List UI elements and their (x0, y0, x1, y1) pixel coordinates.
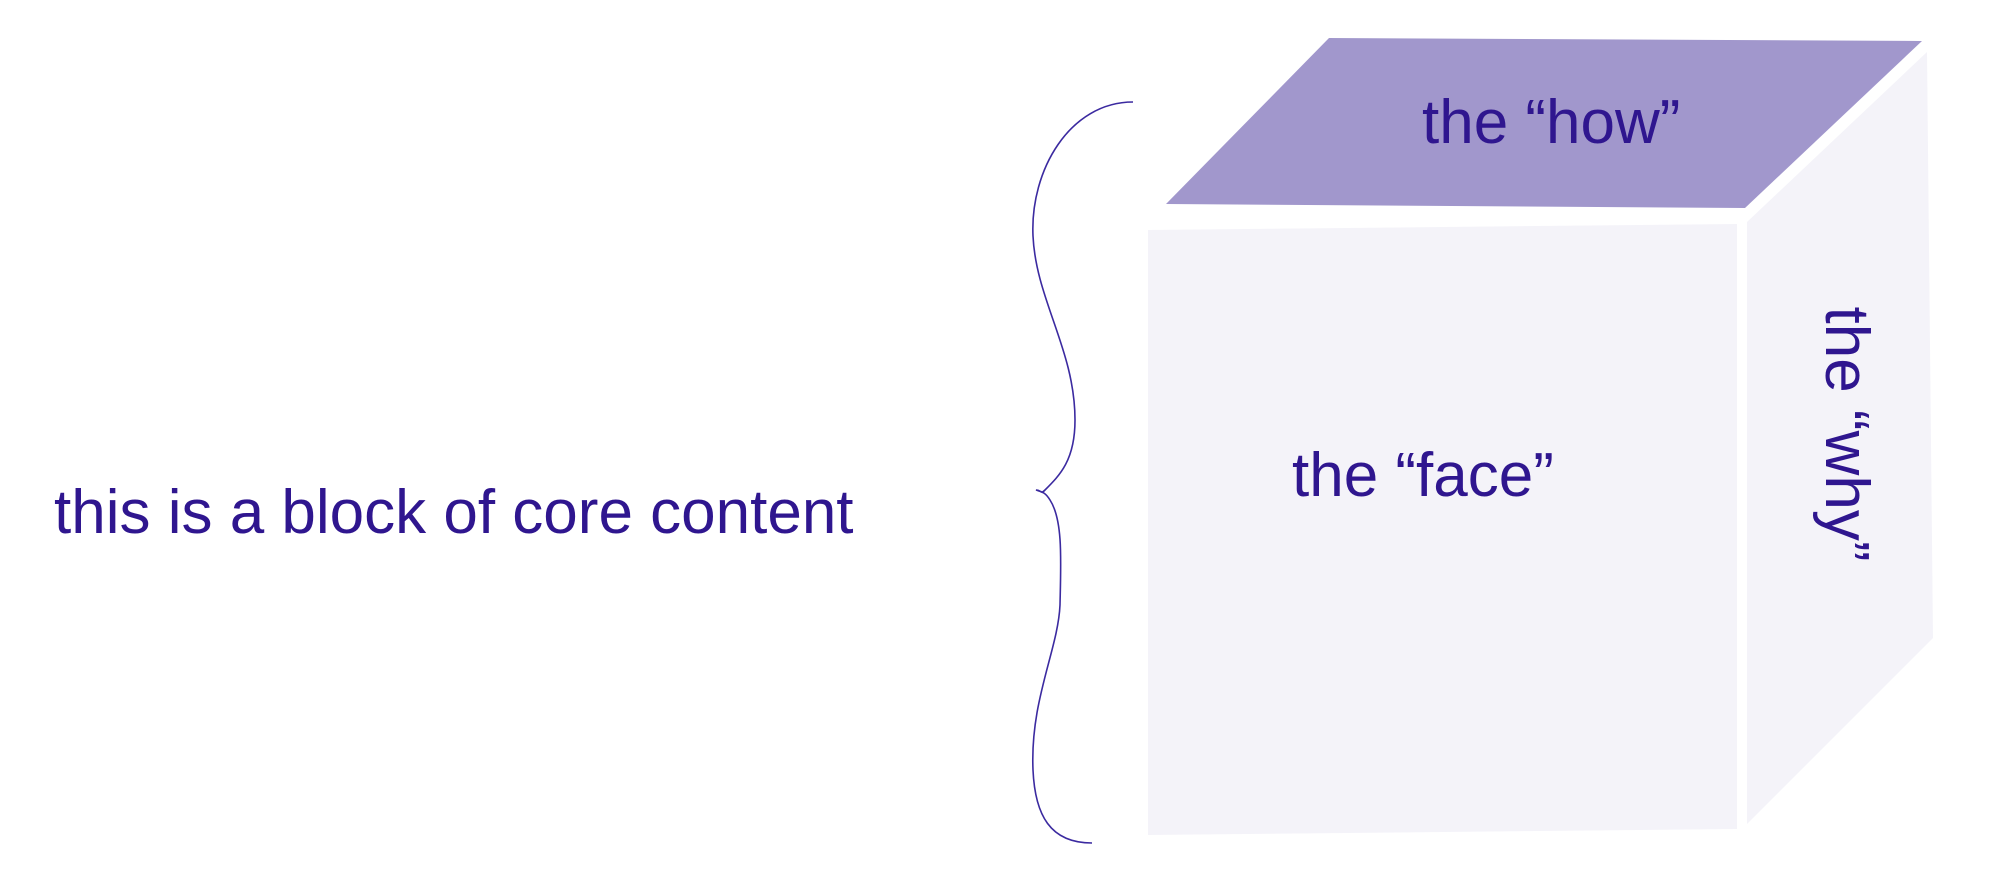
curly-brace (1032, 101, 1134, 844)
cube-front-label: the “face” (1292, 441, 1554, 510)
core-content-label: this is a block of core content (54, 478, 854, 547)
cube-side-face (1747, 52, 1933, 824)
cube-top-label: the “how” (1422, 88, 1681, 157)
cube-side-label: the “why” (1812, 306, 1881, 562)
cube-front-face (1148, 224, 1737, 835)
cube-top-face (1166, 38, 1922, 208)
